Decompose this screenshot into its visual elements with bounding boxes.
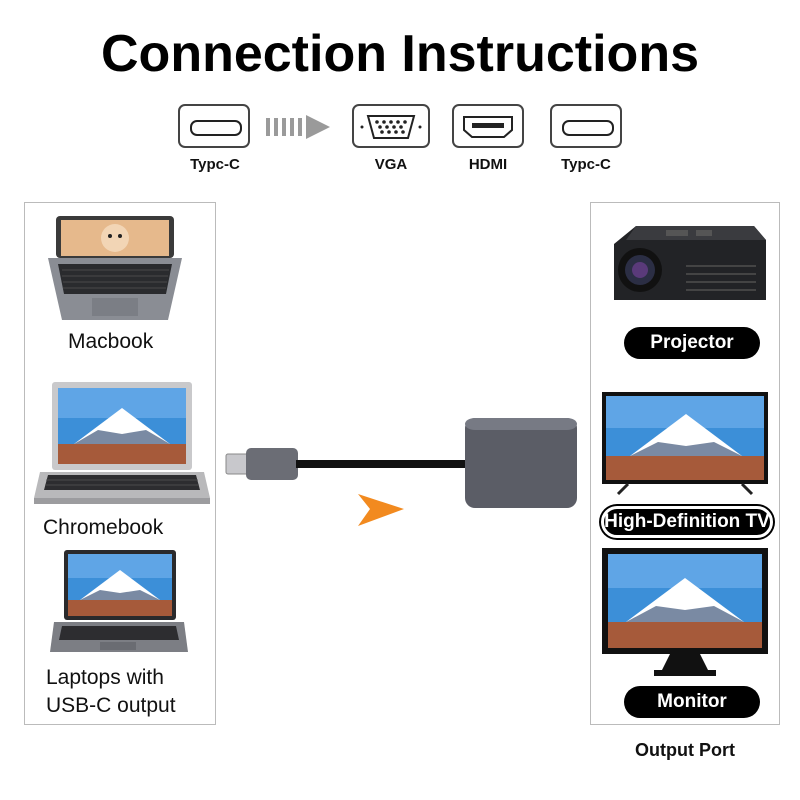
port-label-output: Typc-C [561,156,611,173]
device-label-laptops-line1: Laptops with [46,666,164,689]
page-title: Connection Instructions [101,25,699,83]
vga-port-icon [352,104,430,148]
projector-image [614,226,766,300]
device-label-projector: Projector [624,327,760,359]
adapter-cable-diagram [225,418,577,526]
hdmi-port-icon [452,104,524,148]
device-label-macbook: Macbook [68,330,154,353]
device-label-hdtv: High-Definition TV [601,506,773,538]
usb-c-output-port-icon [550,104,622,148]
usb-c-port-icon [178,104,250,148]
device-label-laptops-line2: USB-C output [46,694,176,717]
device-label-chromebook: Chromebook [43,516,164,539]
transition-arrow-icon [266,115,330,139]
laptop-image [50,550,188,652]
macbook-image [48,216,182,320]
direction-arrow-icon [358,494,404,526]
tv-image [602,392,768,496]
port-label-hdmi: HDMI [468,156,508,173]
device-label-monitor: Monitor [624,686,760,718]
monitor-image [602,548,768,676]
output-panel-caption: Output Port [635,740,735,760]
chromebook-image [34,382,210,504]
port-label-source: Typc-C [190,156,240,173]
port-label-vga: VGA [374,156,408,173]
